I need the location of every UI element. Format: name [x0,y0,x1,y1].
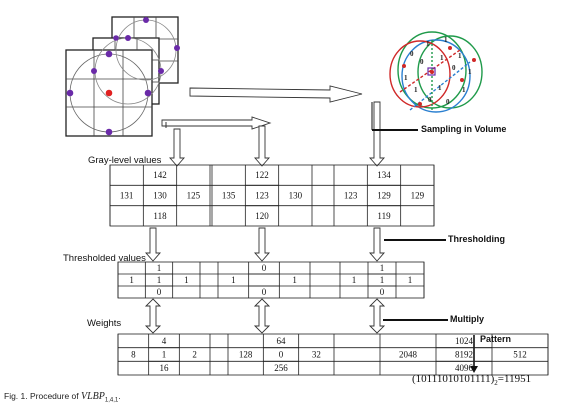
cell-weights-1-top: 64 [277,336,287,346]
arrow-to-middle-column [161,116,272,130]
arrow-down-frame-right [369,101,385,167]
arrow-down-threshold-middle [254,227,270,262]
table-thresholded [117,261,425,299]
arrow-down-threshold-right [369,227,385,262]
arrow-weights-middle [253,298,271,334]
cell-thresholded-0-bottom: 0 [157,287,162,297]
cell-gray_level-2-top: 134 [377,170,391,180]
caption-suffix: . [118,391,121,401]
pattern-result: (10111010101111)2=11951 [412,373,531,387]
cell-thresholded-1-right: 1 [292,275,297,285]
sampling-digit: 1 [438,84,442,92]
cell-gray_level-1-bottom: 120 [255,211,269,221]
pattern-binary: (10111010101111) [412,373,495,385]
sampling-digit: 1 [468,68,472,76]
cell-weights-1-center: 0 [279,350,284,360]
cell-thresholded-1-left: 1 [231,275,236,285]
thresholding-label: Thresholding [448,234,505,244]
multiply-label: Multiply [450,314,484,324]
cell-gray_level-0-left: 131 [120,191,134,201]
cell-thresholded-1-top: 0 [262,263,267,273]
cell-gray_level-2-right: 129 [411,191,425,201]
cell-weights-1-left: 128 [239,350,253,360]
sampling-digit: 0 [420,58,424,66]
weights-label: Weights [87,318,122,329]
sampling-digit: 1 [462,86,466,94]
cell-thresholded-2-bottom: 0 [380,287,385,297]
cell-thresholded-2-right: 1 [408,275,413,285]
cell-thresholded-2-left: 1 [352,275,357,285]
cell-weights-0-bottom: 16 [160,363,170,373]
cell-thresholded-2-top: 1 [380,263,385,273]
arrow-weights-left [144,298,162,334]
pattern-label: Pattern [480,334,512,344]
center-point [105,89,113,97]
cell-thresholded-0-left: 1 [129,275,134,285]
cell-gray_level-1-center: 123 [255,191,269,201]
cell-gray_level-2-bottom: 119 [377,211,391,221]
caption-prefix: Fig. 1. Procedure of [4,391,82,401]
cell-weights-2-right: 512 [513,350,527,360]
cell-thresholded-0-right: 1 [184,275,189,285]
neighbor-points [66,17,180,136]
thresholded-values-label: Thresholded values [63,253,146,264]
sampling-digit: 0 [446,98,450,106]
sampling-in-volume-label: Sampling in Volume [421,124,507,134]
cell-thresholded-1-bottom: 0 [262,287,267,297]
sampling-digit: 0 [410,50,414,58]
cell-gray_level-0-right: 125 [187,191,201,201]
sampling-digit: 1 [404,74,408,82]
sampling-digit: 1 [440,54,444,62]
cell-gray_level-1-right: 130 [289,191,303,201]
cell-weights-0-top: 4 [162,336,167,346]
frame-stack [65,16,179,137]
cell-gray_level-0-bottom: 118 [153,211,167,221]
cell-weights-2-left: 2048 [399,350,418,360]
pattern-decimal: =11951 [497,373,532,385]
cell-weights-1-bottom: 256 [274,363,288,373]
cell-gray_level-2-center: 129 [377,191,391,201]
sampling-digit: 1 [426,40,430,48]
arrow-down-threshold-left [145,227,161,262]
pattern-base: 2 [494,379,498,388]
cell-weights-1-right: 32 [312,350,321,360]
cell-gray_level-2-left: 123 [344,191,358,201]
cell-weights-0-left: 8 [131,350,136,360]
sampling-digit: 1 [458,52,462,60]
cell-gray_level-0-top: 142 [153,170,167,180]
cell-weights-0-right: 2 [192,350,197,360]
sampling-digit: 1 [414,86,418,94]
cell-thresholded-2-center: 1 [380,275,385,285]
cell-gray_level-0-center: 130 [153,191,167,201]
arrow-to-sampling [189,85,363,103]
figure-caption: Fig. 1. Procedure of VLBP1,4,1. [4,391,121,404]
arrow-weights-right [368,298,386,334]
caption-symbol: VLBP [81,391,105,402]
cell-gray_level-1-top: 122 [255,170,269,180]
cell-weights-2-center: 8192 [455,350,473,360]
caption-subscript: 1,4,1 [104,397,119,404]
cell-gray_level-1-left: 135 [222,191,236,201]
sampling-digit: 1 [444,36,448,44]
cell-weights-2-bottom: 4096 [455,363,474,373]
cell-thresholded-0-center: 1 [157,275,162,285]
cell-thresholded-0-top: 1 [157,263,162,273]
cell-weights-0-center: 1 [162,350,167,360]
arrow-down-frame-middle [254,125,270,167]
arrow-down-frame-left [169,128,185,167]
sampling-digit: 0 [452,64,456,72]
gray-level-values-label: Gray-level values [88,155,162,166]
sampling-digit: 0 [428,96,432,104]
cell-weights-2-top: 1024 [455,336,474,346]
